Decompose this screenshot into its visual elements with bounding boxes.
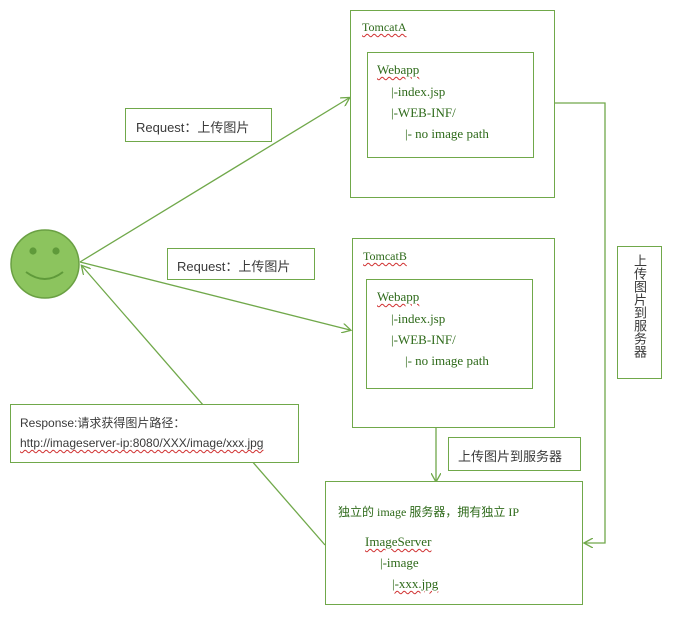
request-b-label-box: Request：上传图片 [167,248,315,280]
tomcat-b-file-webinf: |-WEB-INF/ [391,332,456,347]
arrow-tomcat-a-to-imageserver [555,102,606,543]
request-b-label: Request：上传图片 [177,259,291,274]
tomcat-a-file-index: |-index.jsp [391,84,446,99]
image-server-dir-image: |-image [380,555,419,570]
tomcat-b-file-index: |-index.jsp [391,311,446,326]
tomcat-b-webapp-box: Webapp |-index.jsp |-WEB-INF/ |- no imag… [366,279,533,389]
response-label-line1: Response:请求获得图片路径： [20,416,186,430]
upload-b-label-box: 上传图片到服务器 [448,437,581,471]
tomcat-a-webapp-box: Webapp |-index.jsp |-WEB-INF/ |- no imag… [367,52,534,158]
user-smiley-icon [10,229,80,299]
response-label-box: Response:请求获得图片路径： http://imageserver-ip… [10,404,299,463]
tomcat-b-box: TomcatB Webapp |-index.jsp |-WEB-INF/ |-… [352,238,555,428]
tomcat-a-file-webinf: |-WEB-INF/ [391,105,456,120]
tomcat-a-webapp-label: Webapp [377,62,420,77]
upload-a-label-box: 上传图片到服务器 [617,246,662,379]
tomcat-b-webapp-label: Webapp [377,289,420,304]
tomcat-b-file-noimage: |- no image path [405,353,489,368]
request-a-label-box: Request：上传图片 [125,108,272,142]
upload-b-label: 上传图片到服务器 [458,449,563,464]
tomcat-a-title: TomcatA [362,20,407,34]
tomcat-b-title: TomcatB [363,249,407,263]
image-server-file-jpg: |-xxx.jpg [392,576,439,591]
image-server-box: 独立的 image 服务器，拥有独立 IP ImageServer |-imag… [325,481,583,605]
image-server-title: ImageServer [365,534,432,549]
response-label-url: http://imageserver-ip:8080/XXX/image/xxx… [20,436,264,450]
upload-a-label: 上传图片到服务器 [632,254,647,358]
tomcat-a-box: TomcatA Webapp |-index.jsp |-WEB-INF/ |-… [350,10,555,198]
arrow-client-to-tomcat-b [79,261,350,330]
request-a-label: Request：上传图片 [136,120,250,135]
tomcat-a-file-noimage: |- no image path [405,126,489,141]
image-server-header: 独立的 image 服务器，拥有独立 IP [338,505,519,519]
arrow-client-to-tomcat-a [79,98,349,263]
